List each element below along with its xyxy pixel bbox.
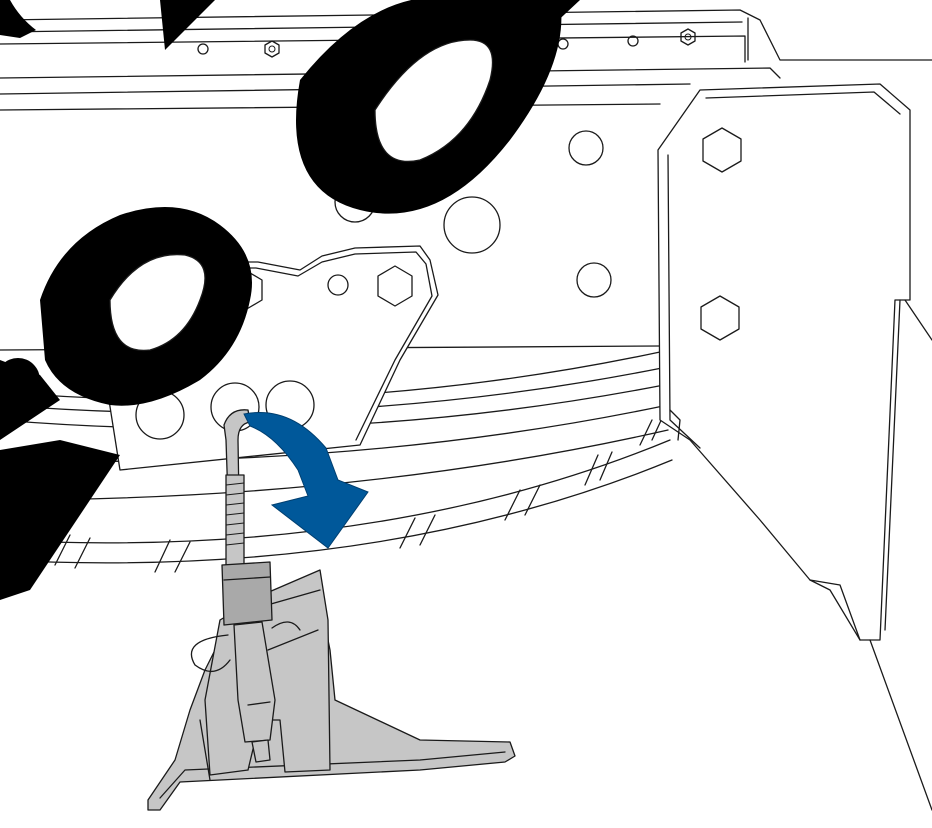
- rod-threads: [225, 482, 245, 546]
- jack-stand: [147, 569, 516, 811]
- rotation-arrow-icon: [243, 411, 369, 549]
- watermark-no-icon: [0, 0, 580, 600]
- mudguard-panel: [657, 83, 932, 811]
- pin-handle: [221, 409, 276, 763]
